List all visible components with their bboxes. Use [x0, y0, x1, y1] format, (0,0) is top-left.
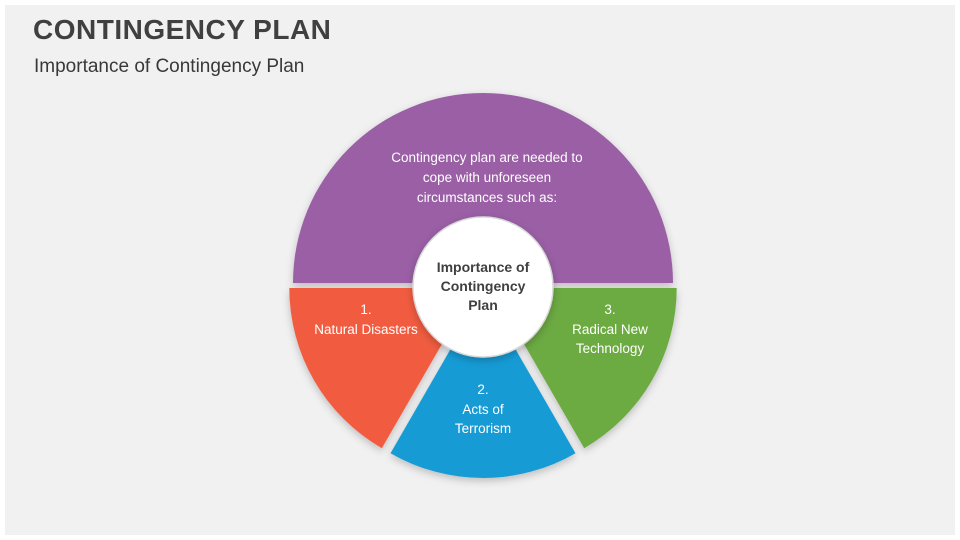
center-label-line1: Importance of	[437, 259, 530, 275]
center-circle	[412, 216, 554, 358]
segment2-number: 2.	[477, 382, 488, 397]
segment2-label-line1: Acts of	[462, 402, 504, 417]
center-label-line3: Plan	[468, 297, 498, 313]
top-segment-text-line1: Contingency plan are needed to	[391, 150, 582, 165]
segment-acts-of-terrorism	[390, 293, 576, 478]
top-segment-text-line3: circumstances such as:	[417, 190, 557, 205]
center-label-line2: Contingency	[441, 278, 526, 294]
segment2-label-line2: Terrorism	[455, 421, 511, 436]
top-segment-text-line2: cope with unforeseen	[423, 170, 551, 185]
segment1-label: Natural Disasters	[314, 322, 418, 337]
segment-top-purple	[293, 93, 673, 283]
segment3-number: 3.	[604, 302, 615, 317]
segment1-number: 1.	[360, 302, 371, 317]
slide-title: CONTINGENCY PLAN	[33, 14, 332, 45]
segment3-label-line2: Technology	[576, 341, 645, 356]
slide-subtitle: Importance of Contingency Plan	[34, 56, 305, 77]
segment3-label-line1: Radical New	[572, 322, 648, 337]
